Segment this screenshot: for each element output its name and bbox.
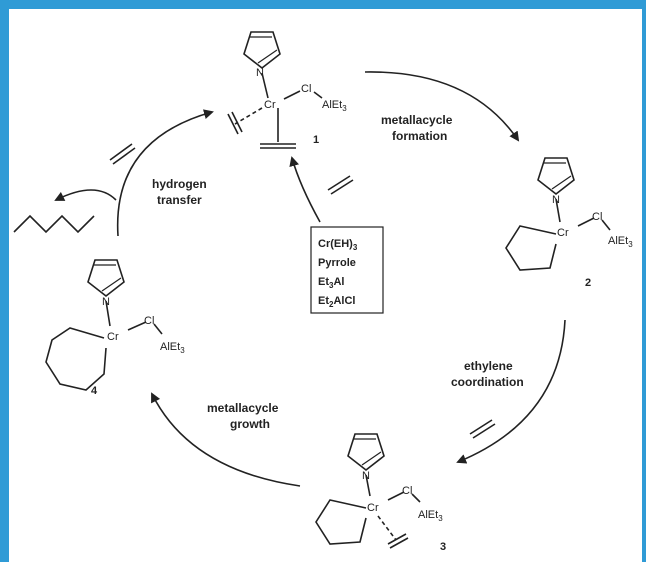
reagent-pyrrole: Pyrrole <box>318 257 356 269</box>
label-hydrogen-transfer-1: hydrogen <box>152 177 207 191</box>
c4-nitrogen: N <box>102 296 110 308</box>
ethylene-on-coordination-arrow <box>469 419 496 439</box>
arrow-hydrogen-transfer <box>116 109 214 237</box>
ethylene-on-precatalyst-arrow <box>327 175 354 195</box>
c1-chlorine: Cl <box>301 83 311 95</box>
label-ethylene-coordination-2: coordination <box>451 375 524 389</box>
c2-aluminum-triethyl: AlEt3 <box>608 235 633 249</box>
c2-chromium: Cr <box>557 227 569 239</box>
label-metallacycle-growth-1: metallacycle <box>207 401 279 415</box>
c3-chromium: Cr <box>367 502 379 514</box>
compound-3-number: 3 <box>440 541 446 553</box>
c3-chlorine: Cl <box>402 485 412 497</box>
reagent-chromium-ethylhexanoate: Cr(EH)3 <box>318 238 358 252</box>
arrow-ethylene-coordination <box>456 319 566 464</box>
compound-2-number: 2 <box>585 277 591 289</box>
c2-nitrogen: N <box>552 194 560 206</box>
ethylene-on-hydrogen-arrow <box>109 143 136 165</box>
arrow-metallacycle-formation <box>364 71 520 142</box>
c1-chromium: Cr <box>264 99 276 111</box>
hexene-product <box>13 214 95 234</box>
label-metallacycle-formation-1: metallacycle <box>381 113 453 127</box>
c1-aluminum-triethyl: AlEt3 <box>322 99 347 113</box>
label-ethylene-coordination-1: ethylene <box>464 359 513 373</box>
precatalyst-box <box>310 226 384 314</box>
compound-4-number: 4 <box>91 385 98 397</box>
label-metallacycle-formation-2: formation <box>392 129 447 143</box>
c2-chlorine: Cl <box>592 211 602 223</box>
c3-nitrogen: N <box>362 470 370 482</box>
reagent-triethylaluminum: Et3Al <box>318 276 344 290</box>
compound-3 <box>315 433 421 549</box>
c4-aluminum-triethyl: AlEt3 <box>160 341 185 355</box>
compound-1-number: 1 <box>313 134 319 146</box>
c1-nitrogen: N <box>256 67 264 79</box>
arrow-1-hexene-release <box>54 189 117 201</box>
label-metallacycle-growth-2: growth <box>230 417 270 431</box>
compound-4 <box>45 259 163 391</box>
compound-2 <box>505 157 611 271</box>
c4-chlorine: Cl <box>144 315 154 327</box>
arrow-precatalyst <box>289 156 321 223</box>
label-hydrogen-transfer-2: transfer <box>157 193 202 207</box>
compound-1 <box>227 31 323 149</box>
c4-chromium: Cr <box>107 331 119 343</box>
reagent-diethylaluminum-chloride: Et2AlCl <box>318 295 355 309</box>
arrow-metallacycle-growth <box>151 392 301 487</box>
c3-aluminum-triethyl: AlEt3 <box>418 509 443 523</box>
